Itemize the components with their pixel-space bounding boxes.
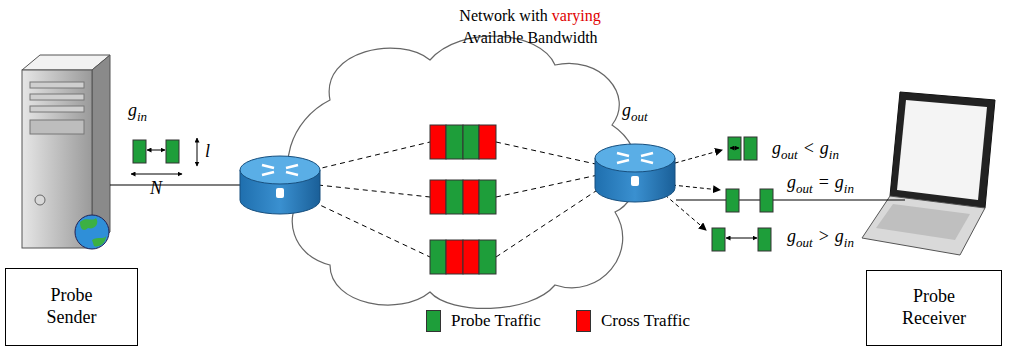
subscript: in bbox=[844, 235, 854, 250]
box-label: Probe Sender bbox=[37, 285, 107, 328]
math-label: g bbox=[787, 226, 796, 246]
math-label: = bbox=[819, 172, 829, 192]
link-line bbox=[110, 184, 242, 185]
label-group: gout bbox=[622, 100, 648, 124]
math-label: g bbox=[128, 100, 137, 120]
label-group: gout>gin bbox=[787, 226, 854, 250]
label-group: gin bbox=[128, 100, 147, 124]
math-label: g bbox=[622, 100, 631, 120]
math-label: varying bbox=[552, 7, 601, 24]
legend-text: Probe Traffic bbox=[451, 311, 541, 331]
math-label: < bbox=[804, 138, 814, 158]
router-icon bbox=[240, 156, 320, 214]
label-group: l bbox=[205, 141, 210, 163]
probe-pair bbox=[131, 138, 197, 174]
server-icon bbox=[22, 55, 110, 249]
label-box: Probe Sender bbox=[5, 268, 138, 346]
label-group: Network with varying bbox=[405, 6, 655, 25]
laptop-icon bbox=[862, 92, 995, 255]
subscript: out bbox=[796, 235, 813, 250]
math-label: g bbox=[835, 172, 844, 192]
legend-swatch bbox=[576, 310, 591, 332]
math-label: Available Bandwidth bbox=[462, 29, 597, 46]
math-label: Network with bbox=[459, 7, 547, 24]
subscript: in bbox=[137, 109, 147, 124]
legend-text: Cross Traffic bbox=[601, 311, 690, 331]
math-label: N bbox=[150, 178, 162, 198]
label-group: gout<gin bbox=[772, 138, 839, 162]
label-group: gout=gin bbox=[787, 172, 854, 196]
subscript: in bbox=[829, 147, 839, 162]
link-line bbox=[676, 199, 905, 200]
label-group: N bbox=[150, 178, 162, 200]
math-label: l bbox=[205, 141, 210, 161]
legend-swatch bbox=[426, 310, 441, 332]
subscript: out bbox=[796, 181, 813, 196]
router-icon bbox=[595, 144, 675, 202]
math-label: g bbox=[772, 138, 781, 158]
network-cloud bbox=[288, 36, 638, 308]
subscript: out bbox=[781, 147, 798, 162]
probe-pair-output bbox=[712, 137, 773, 251]
math-label: g bbox=[820, 138, 829, 158]
box-label: Probe Receiver bbox=[899, 286, 969, 329]
label-group: Available Bandwidth bbox=[405, 28, 655, 47]
packet-queues bbox=[430, 125, 496, 274]
dashed-paths bbox=[305, 142, 722, 257]
subscript: in bbox=[844, 181, 854, 196]
math-label: g bbox=[835, 226, 844, 246]
label-box: Probe Receiver bbox=[866, 270, 1002, 346]
math-label: g bbox=[787, 172, 796, 192]
subscript: out bbox=[631, 109, 648, 124]
math-label: > bbox=[819, 226, 829, 246]
